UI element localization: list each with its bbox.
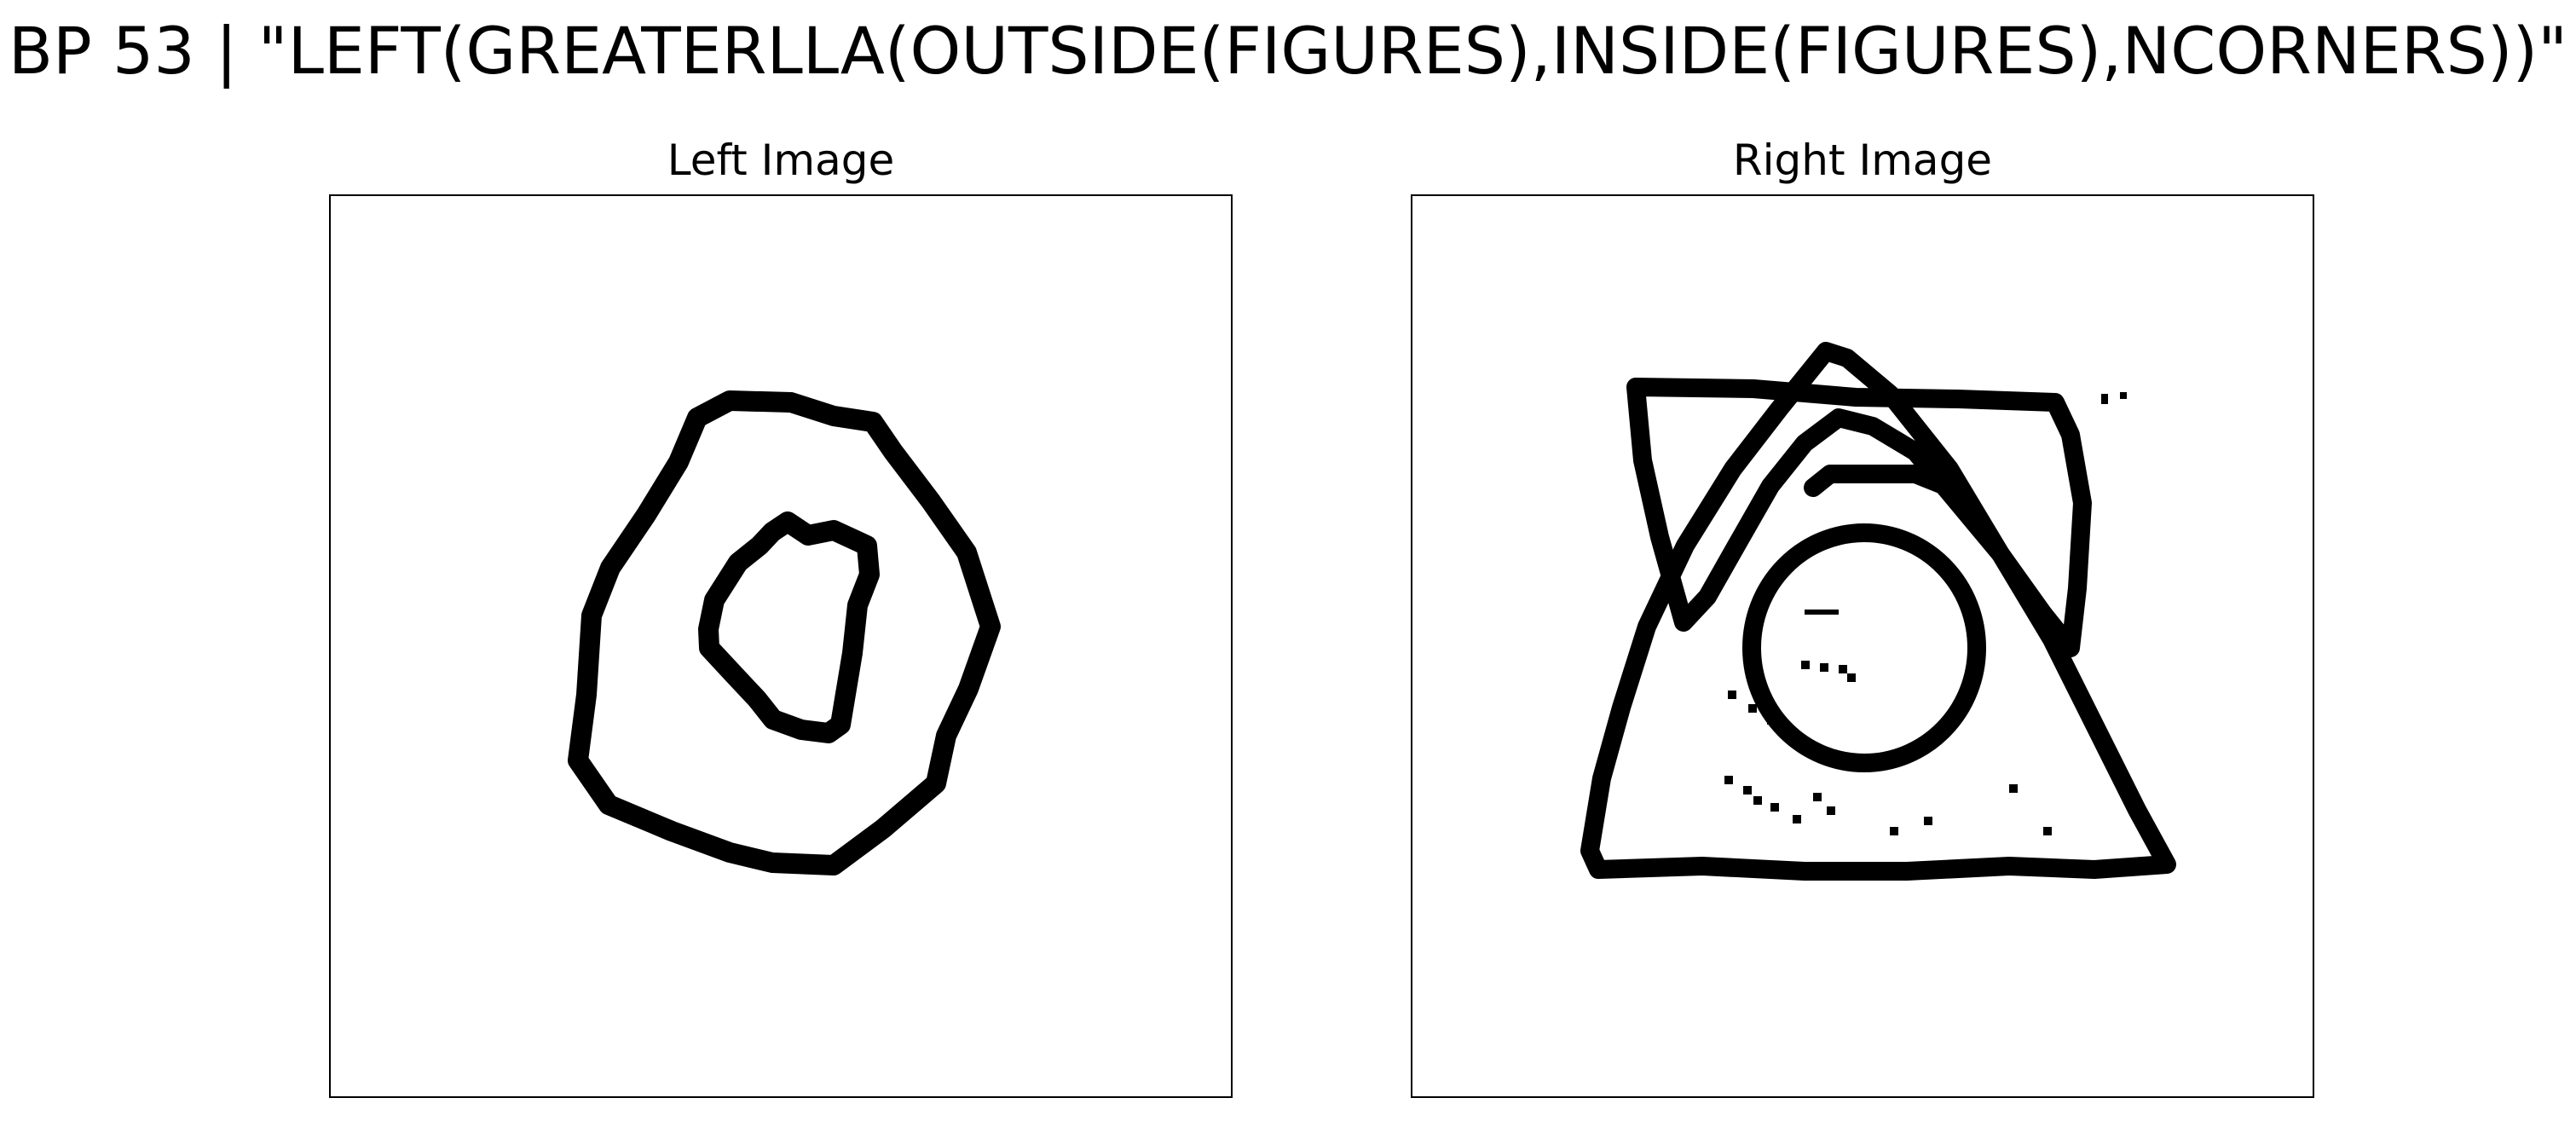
scattered-noise [1724, 392, 2127, 835]
irregular-blob-outline [698, 511, 880, 743]
right-image-drawing [1580, 342, 2176, 881]
right-image-frame [1411, 194, 2314, 1098]
left-image-panel [329, 194, 1233, 1098]
inverted-triangle-outline [1626, 378, 2092, 657]
right-image-panel [1411, 194, 2314, 1098]
right-panel-title: Right Image [1732, 136, 1993, 185]
hexagon-outline [568, 390, 1001, 875]
left-panel-title: Left Image [667, 136, 895, 185]
inner-stroke [1804, 465, 1950, 497]
left-image-drawing [568, 390, 1001, 875]
circle-outline [1742, 523, 1986, 772]
figure-title: BP 53 | "LEFT(GREATERLLA(OUTSIDE(FIGURES… [8, 13, 2568, 89]
left-image-frame [329, 194, 1233, 1098]
